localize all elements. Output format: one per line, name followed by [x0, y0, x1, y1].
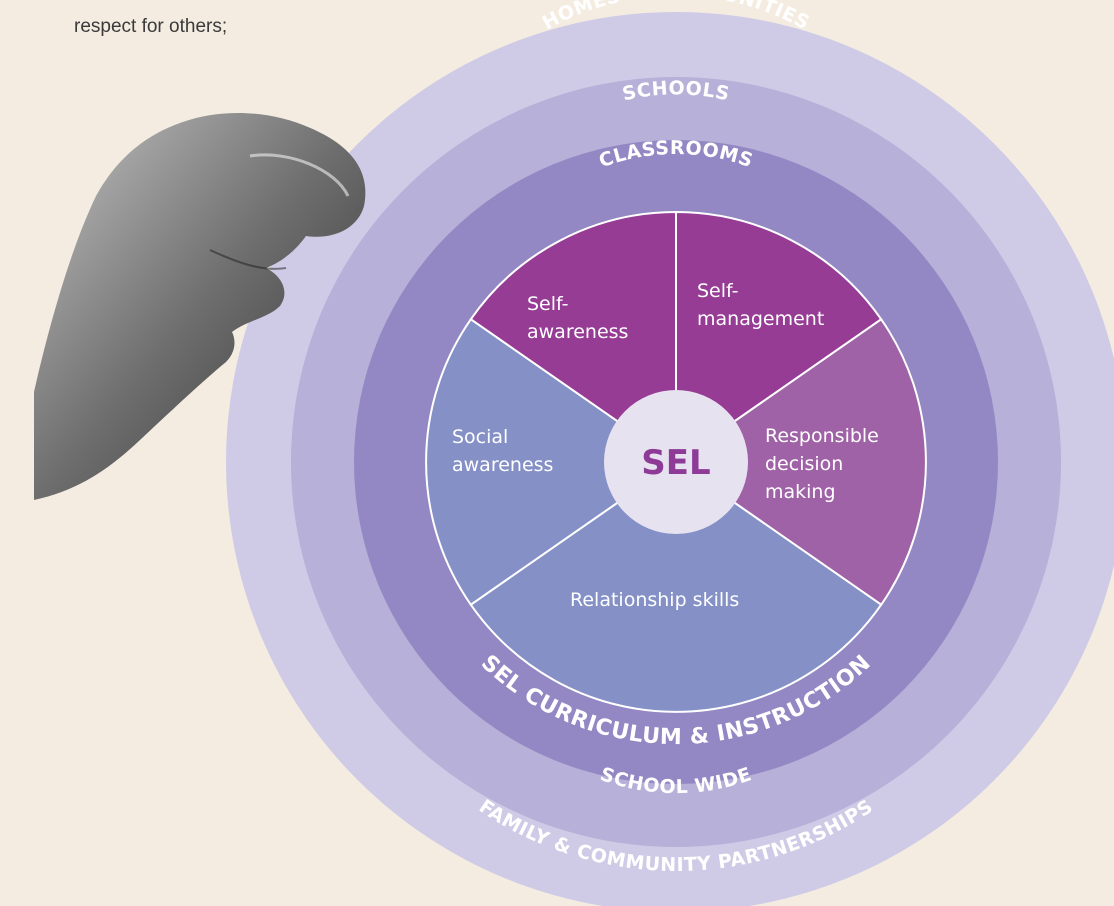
responsible-decision-line-3: making — [765, 481, 836, 503]
self-management-label: Self- management — [697, 280, 824, 330]
sel-center-circle — [604, 390, 748, 534]
intro-text-fragment: respect for others; — [74, 16, 228, 37]
segment-social-awareness — [425, 317, 678, 607]
responsible-decision-line-1: Responsible — [765, 425, 879, 447]
relationship-skills-label: Relationship skills — [570, 589, 739, 611]
self-management-line-2: management — [697, 308, 824, 330]
social-awareness-line-2: awareness — [452, 454, 553, 476]
responsible-decision-making-label: Responsible decision making — [765, 425, 885, 503]
self-management-line-1: Self- — [697, 280, 739, 302]
relationship-skills-line-1: Relationship skills — [570, 589, 739, 611]
sel-center-label: SEL — [641, 443, 710, 483]
sel-wheel — [425, 210, 927, 713]
social-awareness-label: Social awareness — [452, 426, 553, 476]
responsible-decision-line-2: decision — [765, 453, 843, 475]
segment-relationship-skills — [469, 460, 883, 713]
segment-self-awareness — [469, 210, 677, 464]
self-awareness-label: Self- awareness — [527, 293, 628, 343]
segment-self-management — [675, 210, 883, 464]
self-awareness-line-2: awareness — [527, 321, 628, 343]
segment-responsible-decision-making — [674, 317, 927, 607]
hand-image — [34, 112, 366, 500]
social-awareness-line-1: Social — [452, 426, 508, 448]
self-awareness-line-1: Self- — [527, 293, 569, 315]
